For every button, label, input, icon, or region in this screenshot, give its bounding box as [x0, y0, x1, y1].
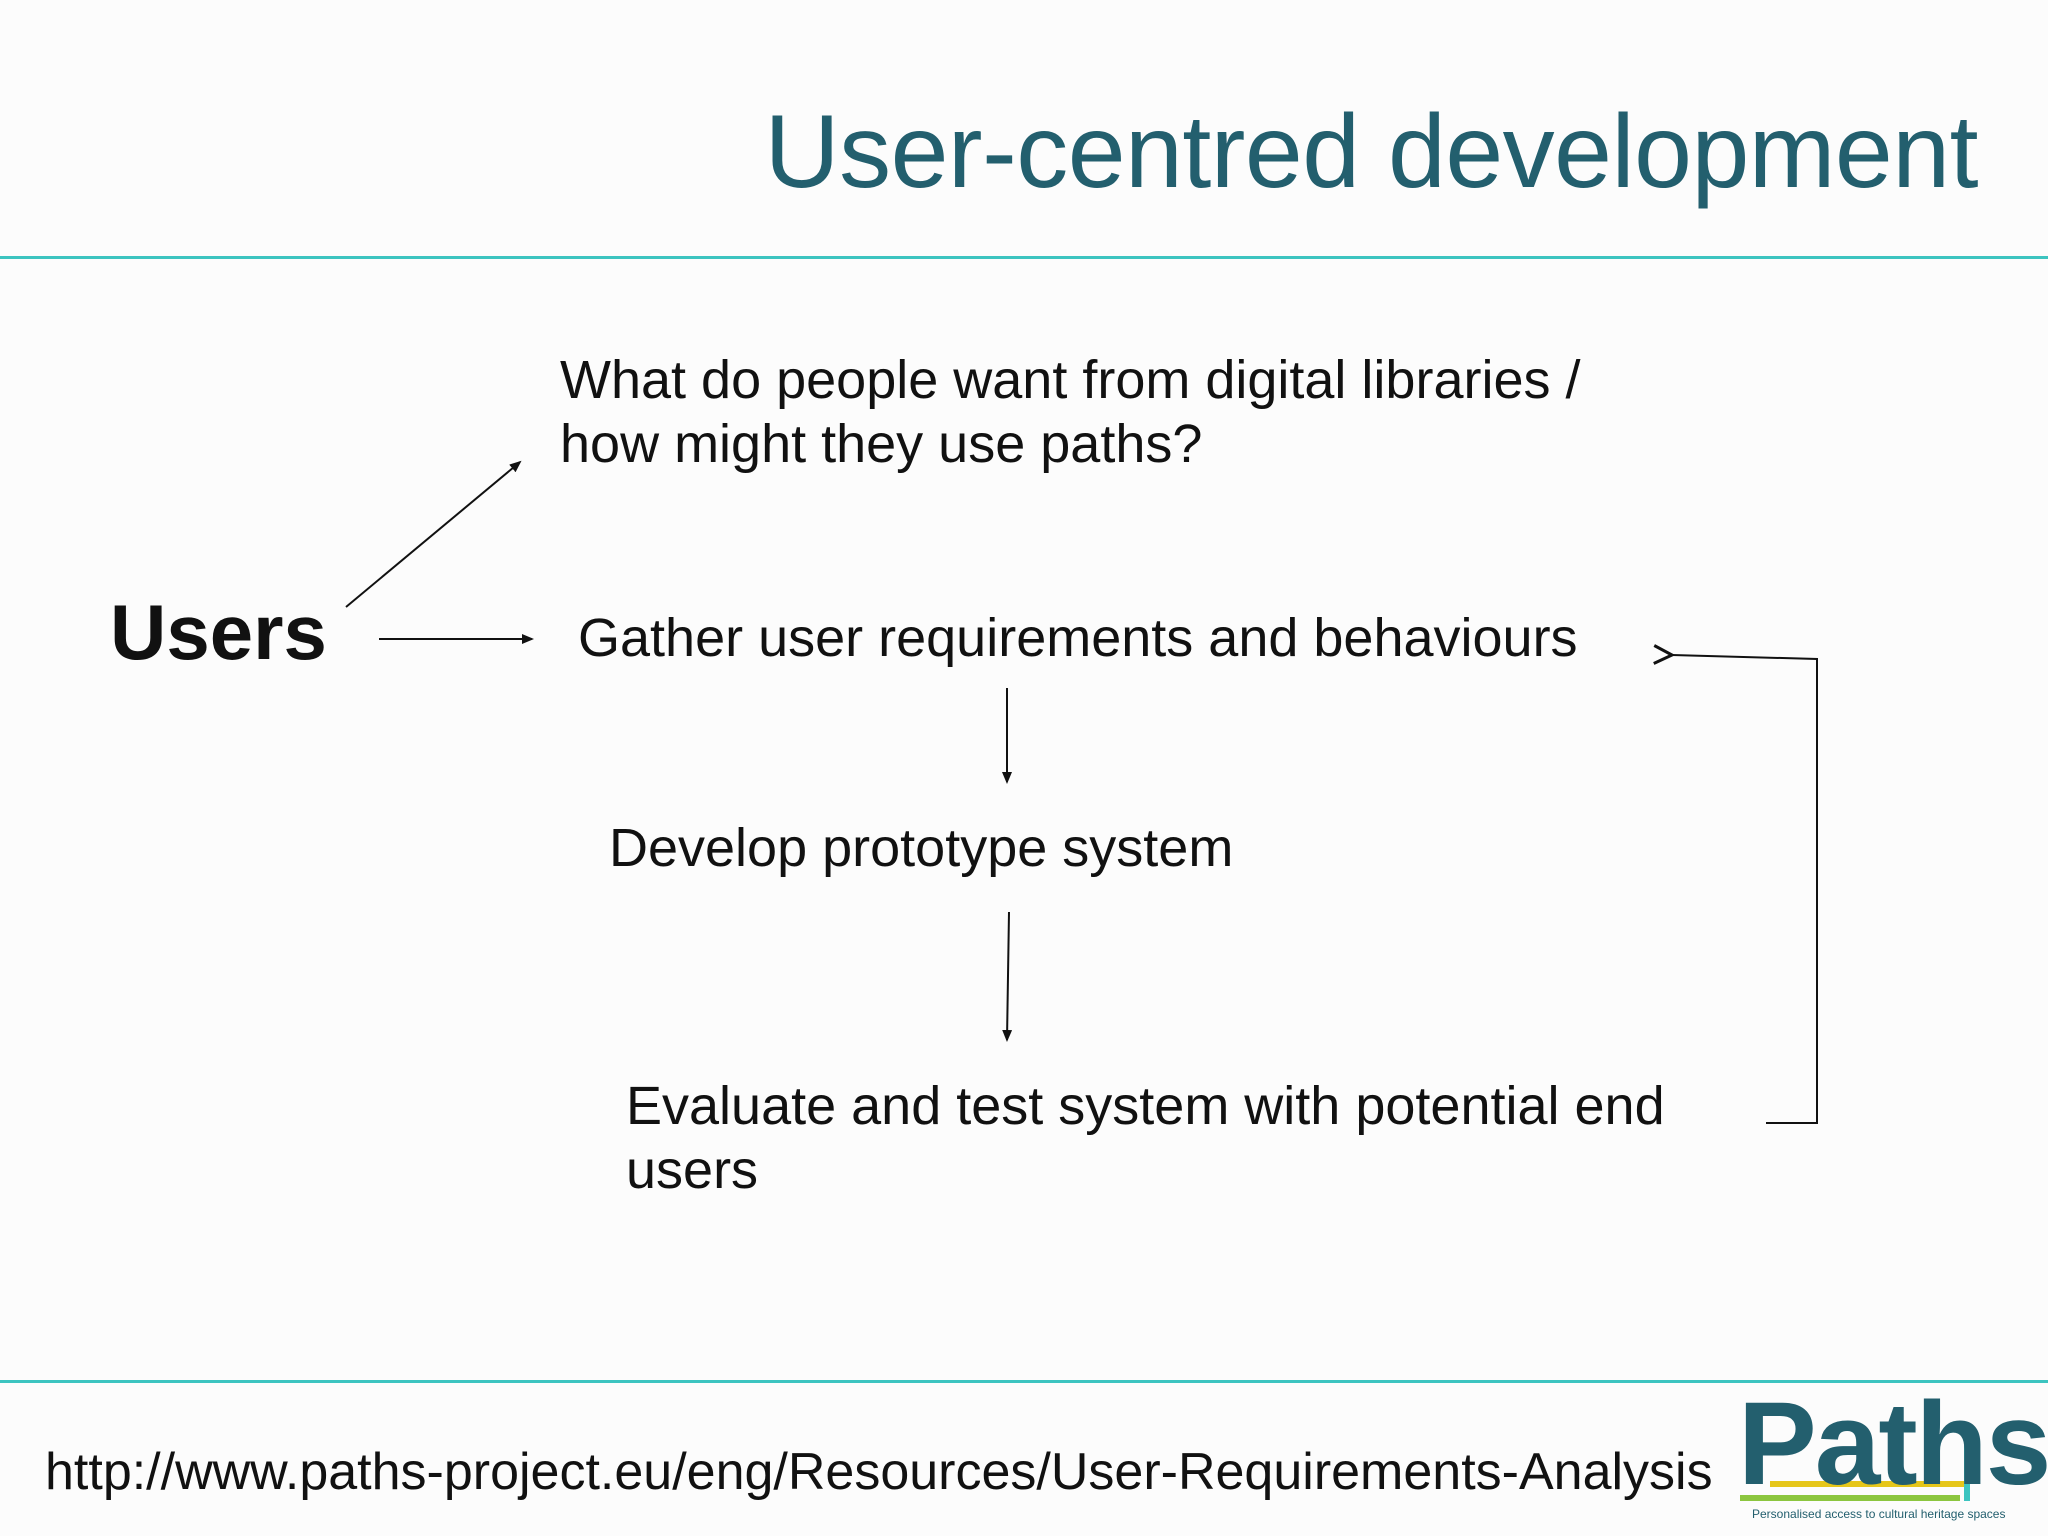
step-evaluate-line-2: users [626, 1140, 759, 1200]
bottom-divider [0, 1380, 2048, 1383]
logo-tagline: Personalised access to cultural heritage… [1752, 1507, 2006, 1521]
logo-accent-bar [1964, 1445, 1970, 1501]
question-line-2: how might they use paths? [560, 414, 1203, 474]
question-line-1: What do people want from digital librari… [560, 350, 1581, 410]
logo-wordmark: Paths [1738, 1378, 2048, 1510]
arrow-users-to-question [345, 460, 522, 608]
step-gather-requirements: Gather user requirements and behaviours [578, 608, 1578, 668]
arrow-develop-to-evaluate [1002, 911, 1013, 1042]
top-divider [0, 256, 2048, 259]
slide-title: User-centred development [764, 94, 1978, 210]
users-label: Users [110, 588, 327, 676]
arrow-feedback-loop [1672, 655, 1818, 1124]
step-develop-prototype: Develop prototype system [609, 818, 1234, 878]
logo-accent-bar [1740, 1495, 1960, 1501]
paths-logo: Paths Personalised access to cultural he… [1730, 1385, 2048, 1521]
logo-accent-bar [1770, 1481, 1970, 1487]
resource-url[interactable]: http://www.paths-project.eu/eng/Resource… [45, 1443, 1713, 1501]
step-evaluate-line-1: Evaluate and test system with potential … [626, 1076, 1665, 1136]
